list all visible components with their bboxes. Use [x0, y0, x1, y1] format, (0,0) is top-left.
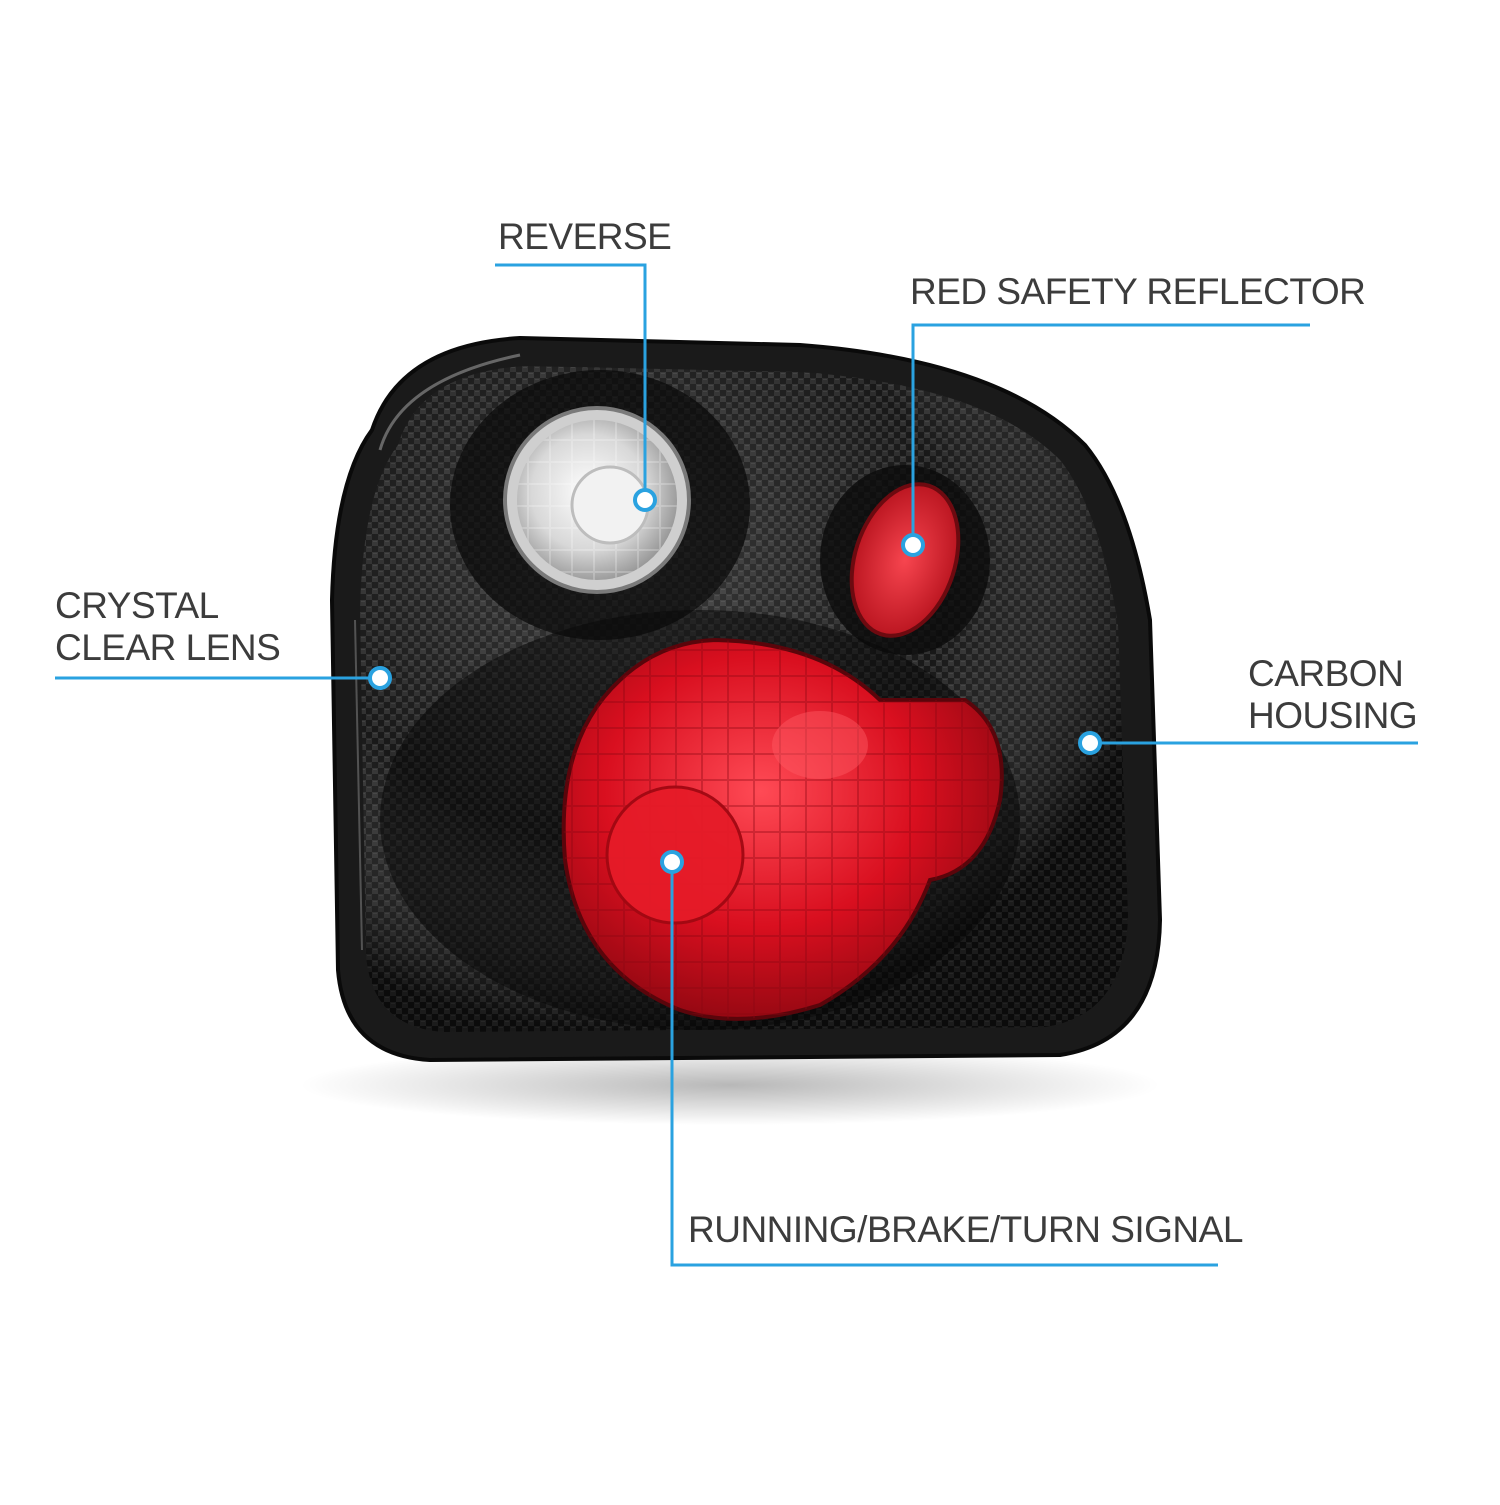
marker-carbon-housing	[1078, 731, 1102, 755]
marker-running	[660, 850, 684, 874]
marker-crystal-lens	[368, 666, 392, 690]
lens-rim-highlight	[378, 353, 521, 451]
callout-markers	[368, 488, 1102, 874]
marker-reverse	[633, 488, 657, 512]
label-carbon-housing-line1: CARBON	[1248, 653, 1404, 694]
callout-line-reverse	[495, 263, 647, 500]
marker-reflector	[901, 533, 925, 557]
label-crystal-clear-lens-line1: CRYSTAL	[55, 585, 219, 626]
callout-lines	[55, 263, 1418, 1267]
label-running-brake-turn-signal: RUNNING/BRAKE/TURN SIGNAL	[688, 1209, 1243, 1250]
ground-shadow	[300, 1045, 1160, 1125]
lens-edge-highlight	[354, 619, 363, 951]
label-red-safety-reflector: RED SAFETY REFLECTOR	[910, 271, 1366, 312]
label-carbon-housing-line2: HOUSING	[1248, 695, 1418, 736]
callout-line-running	[670, 862, 1218, 1267]
callout-line-reflector	[911, 323, 1310, 545]
red-safety-reflector	[849, 482, 961, 638]
label-reverse: REVERSE	[498, 216, 672, 257]
reverse-lamp	[503, 406, 691, 594]
label-crystal-clear-lens-line2: CLEAR LENS	[55, 627, 281, 668]
